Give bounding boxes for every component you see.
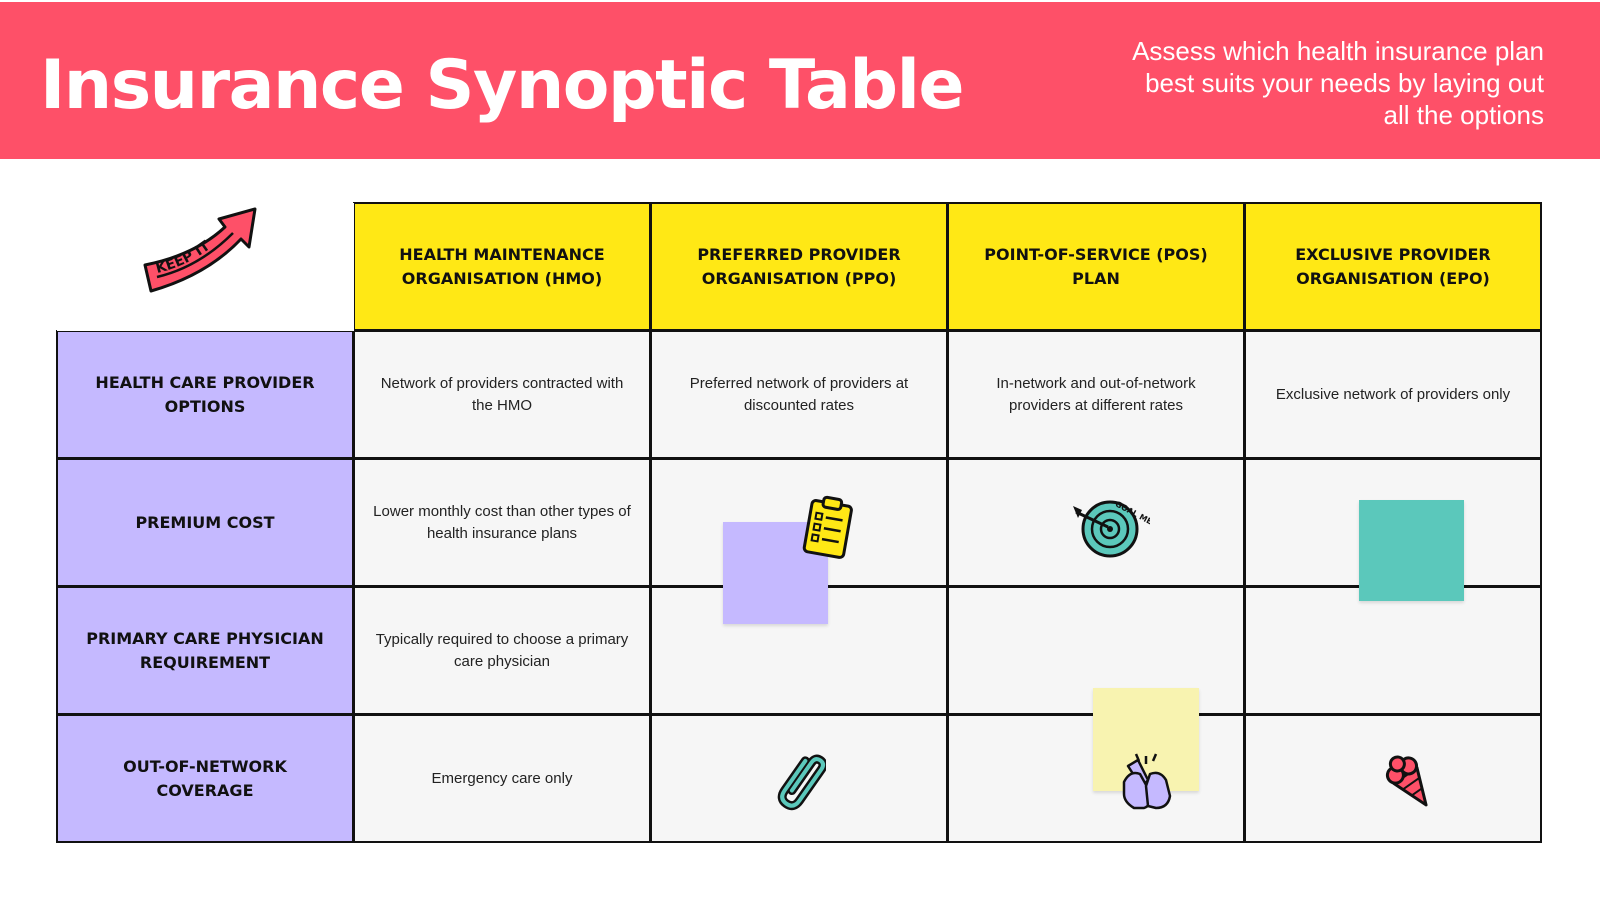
row-header-out-of-network: OUT-OF-NETWORK COVERAGE <box>56 714 354 843</box>
table-cell: Lower monthly cost than other types of h… <box>353 458 651 587</box>
goal-met-target-icon: GOAL MET! <box>1073 499 1150 558</box>
ice-cream-cone-icon <box>1385 755 1428 807</box>
sticky-note-teal[interactable] <box>1359 500 1464 601</box>
table-cell: Exclusive network of providers only <box>1244 330 1542 459</box>
header-banner: Insurance Synoptic Table Assess which he… <box>0 2 1600 159</box>
row-header-premium-cost: PREMIUM COST <box>56 458 354 587</box>
keep-it-up-sticker-icon: KEEP IT UP <box>137 203 257 293</box>
high-five-icon <box>1122 753 1172 810</box>
table-cell <box>1244 586 1542 715</box>
table-corner: KEEP IT UP <box>57 203 354 331</box>
clipboard-icon <box>802 495 853 559</box>
table-cell: Typically required to choose a primary c… <box>353 586 651 715</box>
column-header-epo: EXCLUSIVE PROVIDER ORGANISATION (EPO) <box>1244 202 1542 331</box>
column-header-ppo: PREFERRED PROVIDER ORGANISATION (PPO) <box>650 202 948 331</box>
row-header-pcp-requirement: PRIMARY CARE PHYSICIAN REQUIREMENT <box>56 586 354 715</box>
row-header-provider-options: HEALTH CARE PROVIDER OPTIONS <box>56 330 354 459</box>
page-title: Insurance Synoptic Table <box>40 46 965 125</box>
column-header-hmo: HEALTH MAINTENANCE ORGANISATION (HMO) <box>353 202 651 331</box>
page-subtitle: Assess which health insurance plan best … <box>1132 36 1544 130</box>
table-cell: Network of providers contracted with the… <box>353 330 651 459</box>
table-cell: Preferred network of providers at discou… <box>650 330 948 459</box>
column-header-pos: POINT-OF-SERVICE (POS) PLAN <box>947 202 1245 331</box>
paperclip-icon <box>777 754 826 811</box>
table-cell: In-network and out-of-network providers … <box>947 330 1245 459</box>
table-cell: Emergency care only <box>353 714 651 843</box>
